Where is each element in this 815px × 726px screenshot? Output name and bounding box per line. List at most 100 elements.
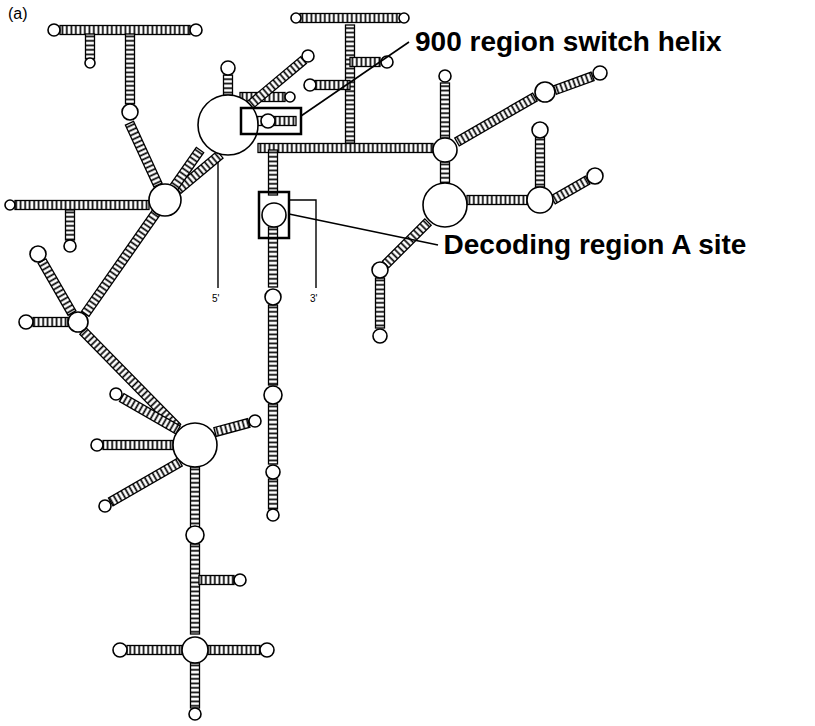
helix-stem <box>108 458 182 506</box>
hairpin-loop <box>19 315 33 329</box>
strand-line <box>217 155 218 288</box>
end-label: 3' <box>310 292 317 305</box>
helix-stem <box>80 328 181 431</box>
helix-stem <box>199 576 234 585</box>
helix-stem <box>536 137 545 187</box>
hairpin-loop <box>291 13 301 23</box>
hairpin-loop <box>173 423 217 467</box>
helix-stem <box>269 305 278 385</box>
helix-stem <box>441 83 450 138</box>
leader-line <box>289 214 438 245</box>
hairpin-loop <box>85 58 95 68</box>
hairpin-loop <box>221 61 235 75</box>
hairpin-loop <box>262 203 286 227</box>
leader-line <box>301 42 409 116</box>
helix-stem <box>38 259 76 315</box>
hairpin-loop <box>433 138 457 162</box>
helix-stem <box>247 57 306 109</box>
hairpin-loop <box>261 114 275 128</box>
hairpin-loop <box>265 289 281 305</box>
highlight-box <box>241 108 301 134</box>
helix-stem <box>38 259 76 315</box>
hairpin-loop <box>91 439 103 451</box>
hairpin-loop <box>587 168 603 184</box>
hairpin-loop <box>110 388 122 400</box>
helix-stem <box>199 576 234 585</box>
label-text: Decoding region A site <box>444 229 747 260</box>
strand-line <box>289 200 316 288</box>
helix-stem <box>119 394 180 434</box>
hairpin-loop <box>304 79 316 91</box>
hairpin-loop <box>264 386 282 404</box>
helix-stem <box>103 441 173 450</box>
helix-stem <box>258 144 433 153</box>
helix-stem <box>455 93 537 146</box>
helix-stem <box>269 227 278 287</box>
helix-stem <box>60 26 190 35</box>
helix-stem <box>269 227 278 287</box>
helix-stem <box>191 663 200 708</box>
hairpin-loop <box>113 643 127 657</box>
callout-label: 900 region switch helix <box>415 24 722 60</box>
highlight-box <box>241 108 301 238</box>
helix-stem <box>126 34 135 104</box>
helix-stem <box>441 162 450 183</box>
helix-stem <box>551 176 590 204</box>
hairpin-loop <box>373 329 387 343</box>
hairpin-loop <box>593 66 607 80</box>
helix-stem <box>191 663 200 708</box>
helix-stem <box>66 210 75 240</box>
hairpin-loop <box>535 82 555 102</box>
hairpin-loop <box>5 13 607 720</box>
hairpin-loop <box>527 187 553 213</box>
highlight-box <box>259 192 289 238</box>
hairpin-loop <box>48 24 60 36</box>
helix-stem <box>553 72 594 94</box>
helix-stem <box>551 176 590 204</box>
helix-stem <box>269 404 278 464</box>
helix-stem <box>15 14 594 709</box>
hairpin-loop <box>423 183 467 227</box>
helix-stem <box>441 162 450 183</box>
helix-stem <box>80 328 181 431</box>
helix-stem <box>315 81 350 90</box>
hairpin-loop <box>399 13 409 23</box>
hairpin-loop <box>285 92 295 102</box>
hairpin-loop <box>190 24 202 36</box>
helix-stem <box>467 196 527 205</box>
helix-stem <box>126 34 135 104</box>
helix-stem <box>382 219 431 268</box>
hairpin-loop <box>372 262 388 278</box>
strand-line <box>218 155 316 288</box>
hairpin-loop <box>30 246 46 262</box>
hairpin-loop <box>149 184 181 216</box>
label-text: 5' <box>212 293 219 304</box>
helix-stem <box>553 72 594 94</box>
helix-stem <box>33 318 68 327</box>
helix-stem <box>315 81 350 90</box>
helix-stem <box>103 441 173 450</box>
end-label: 5' <box>212 292 219 305</box>
helix-stem <box>441 83 450 138</box>
helix-stem <box>208 646 260 655</box>
helix-stem <box>269 150 278 195</box>
helix-stem <box>86 34 95 59</box>
label-text: (a) <box>8 5 28 22</box>
hairpin-loop <box>267 509 279 521</box>
helix-stem <box>208 646 260 655</box>
hairpin-loop <box>532 122 548 138</box>
panel-label: (a) <box>8 4 28 25</box>
helix-stem <box>191 544 200 634</box>
helix-stem <box>125 121 162 187</box>
helix-stem <box>191 467 200 527</box>
helix-stem <box>214 419 250 437</box>
hairpin-loop <box>302 50 314 62</box>
hairpin-loop <box>64 240 76 252</box>
helix-stem <box>224 75 233 95</box>
helix-stem <box>376 278 385 328</box>
hairpin-loop <box>189 708 201 720</box>
helix-stem <box>269 479 278 509</box>
label-text: 900 region switch helix <box>415 26 722 57</box>
hairpin-loop <box>439 70 451 82</box>
